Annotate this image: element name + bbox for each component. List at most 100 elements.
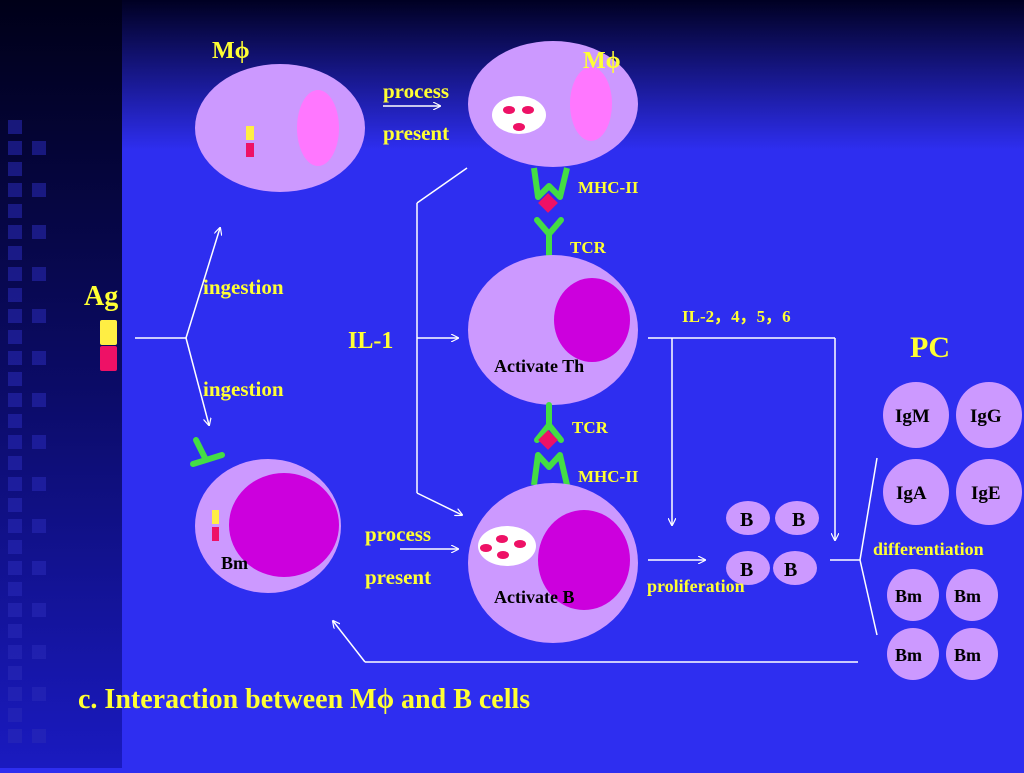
antibody-label-ige: IgE [971, 483, 1001, 504]
memory-b-cell [946, 628, 998, 680]
antigen-marker-bm-yellow [212, 510, 219, 524]
b-cell-label: B [740, 509, 753, 531]
sidebar-square [32, 687, 46, 701]
macrophage-label-right: Mϕ [583, 48, 621, 74]
antibody-cell-iga [883, 459, 949, 525]
feedback-arrow [333, 621, 366, 663]
tcr-receptor-top [534, 217, 564, 259]
sidebar-square [8, 372, 22, 386]
antigen-marker-yellow [100, 320, 117, 345]
sidebar-square [8, 582, 22, 596]
b-cell-label: B [740, 559, 753, 581]
macrophage-cell-left [195, 64, 365, 192]
antibody-label-iga: IgA [896, 483, 927, 504]
antigen-fragment [513, 123, 525, 131]
memory-b-cell [887, 569, 939, 621]
sidebar-square [8, 519, 22, 533]
antibody-cell-igg [956, 382, 1022, 448]
sidebar-square [8, 351, 22, 365]
sidebar-square [8, 708, 22, 722]
slide-caption: c. Interaction between Mϕ and B cells [78, 684, 530, 715]
sidebar-square [8, 414, 22, 428]
memory-b-label: Bm [895, 645, 922, 665]
sidebar-square [8, 183, 22, 197]
tcr-receptor-bottom [534, 402, 564, 443]
phagosome-bottom [478, 526, 536, 566]
sidebar-square [8, 288, 22, 302]
macrophage-nucleus-right [570, 67, 612, 141]
activated-th-label: Activate Th [494, 356, 584, 376]
memory-b-cell [887, 628, 939, 680]
memory-b-label: Bm [954, 645, 981, 665]
sidebar-square [8, 309, 22, 323]
sidebar-square [8, 603, 22, 617]
sidebar-square [8, 645, 22, 659]
sidebar-square [32, 477, 46, 491]
sidebar-square [32, 267, 46, 281]
ingestion-arrow-top [185, 228, 220, 339]
present-label-top: present [383, 121, 449, 145]
sidebar-square [32, 603, 46, 617]
plasma-cell-title: PC [910, 331, 950, 364]
process-label-bottom: process [365, 522, 431, 546]
b-cell-label: B [784, 559, 797, 581]
mhc-label-top: MHC-II [578, 178, 639, 197]
antigen-fragment [480, 544, 492, 552]
sidebar-square [32, 729, 46, 743]
sidebar-square [8, 498, 22, 512]
ingestion-label-bottom: ingestion [203, 377, 284, 401]
activated-b-nucleus [538, 510, 630, 610]
antigen-marker-left-yellow [246, 126, 254, 140]
sidebar-square [8, 666, 22, 680]
antigen-marker-red [100, 346, 117, 371]
antibody-cell-ige [956, 459, 1022, 525]
sidebar-square [8, 141, 22, 155]
sidebar-square [32, 183, 46, 197]
sidebar-square [32, 645, 46, 659]
antigen-marker-left-red [246, 143, 254, 157]
differentiation-label: differentiation [873, 539, 984, 559]
sidebar-square [8, 624, 22, 638]
macrophage-label-left: Mϕ [212, 38, 250, 64]
b-cell [775, 501, 819, 535]
b-cell [773, 551, 817, 585]
antigen-fragment [503, 106, 515, 114]
sidebar-square [8, 120, 22, 134]
proliferation-label: proliferation [647, 576, 745, 596]
il1-line-top [416, 167, 468, 204]
ingestion-label-top: ingestion [203, 275, 284, 299]
sidebar-square [8, 204, 22, 218]
macrophage-nucleus-left [297, 90, 339, 166]
ingestion-arrow-bottom [185, 337, 209, 425]
antigen-fragment [514, 540, 526, 548]
sidebar-square [8, 267, 22, 281]
present-label-bottom: present [365, 565, 431, 589]
activated-b-label: Activate B [494, 587, 574, 607]
sidebar-square [32, 141, 46, 155]
antibody-label-igg: IgG [970, 406, 1002, 427]
differentiation-bracket-bottom [859, 559, 878, 636]
memory-b-cell [946, 569, 998, 621]
process-label-top: process [383, 79, 449, 103]
sidebar-square [8, 540, 22, 554]
sidebar-square [8, 393, 22, 407]
antibody-label-igm: IgM [895, 406, 930, 427]
sidebar-square [32, 519, 46, 533]
sidebar-square [8, 687, 22, 701]
antigen-label: Ag [84, 281, 118, 312]
sidebar-square [8, 456, 22, 470]
sidebar-square [32, 309, 46, 323]
sidebar-square [32, 561, 46, 575]
b-cell [726, 551, 770, 585]
sidebar-square [32, 225, 46, 239]
sidebar-square [8, 162, 22, 176]
sidebar-square [8, 561, 22, 575]
sidebar-square [32, 435, 46, 449]
memory-b-label: Bm [954, 586, 981, 606]
memory-b-nucleus-left [229, 473, 339, 577]
il1-label: IL-1 [348, 328, 393, 354]
bcr-receptor [190, 437, 225, 467]
tcr-label-bottom: TCR [572, 418, 609, 437]
